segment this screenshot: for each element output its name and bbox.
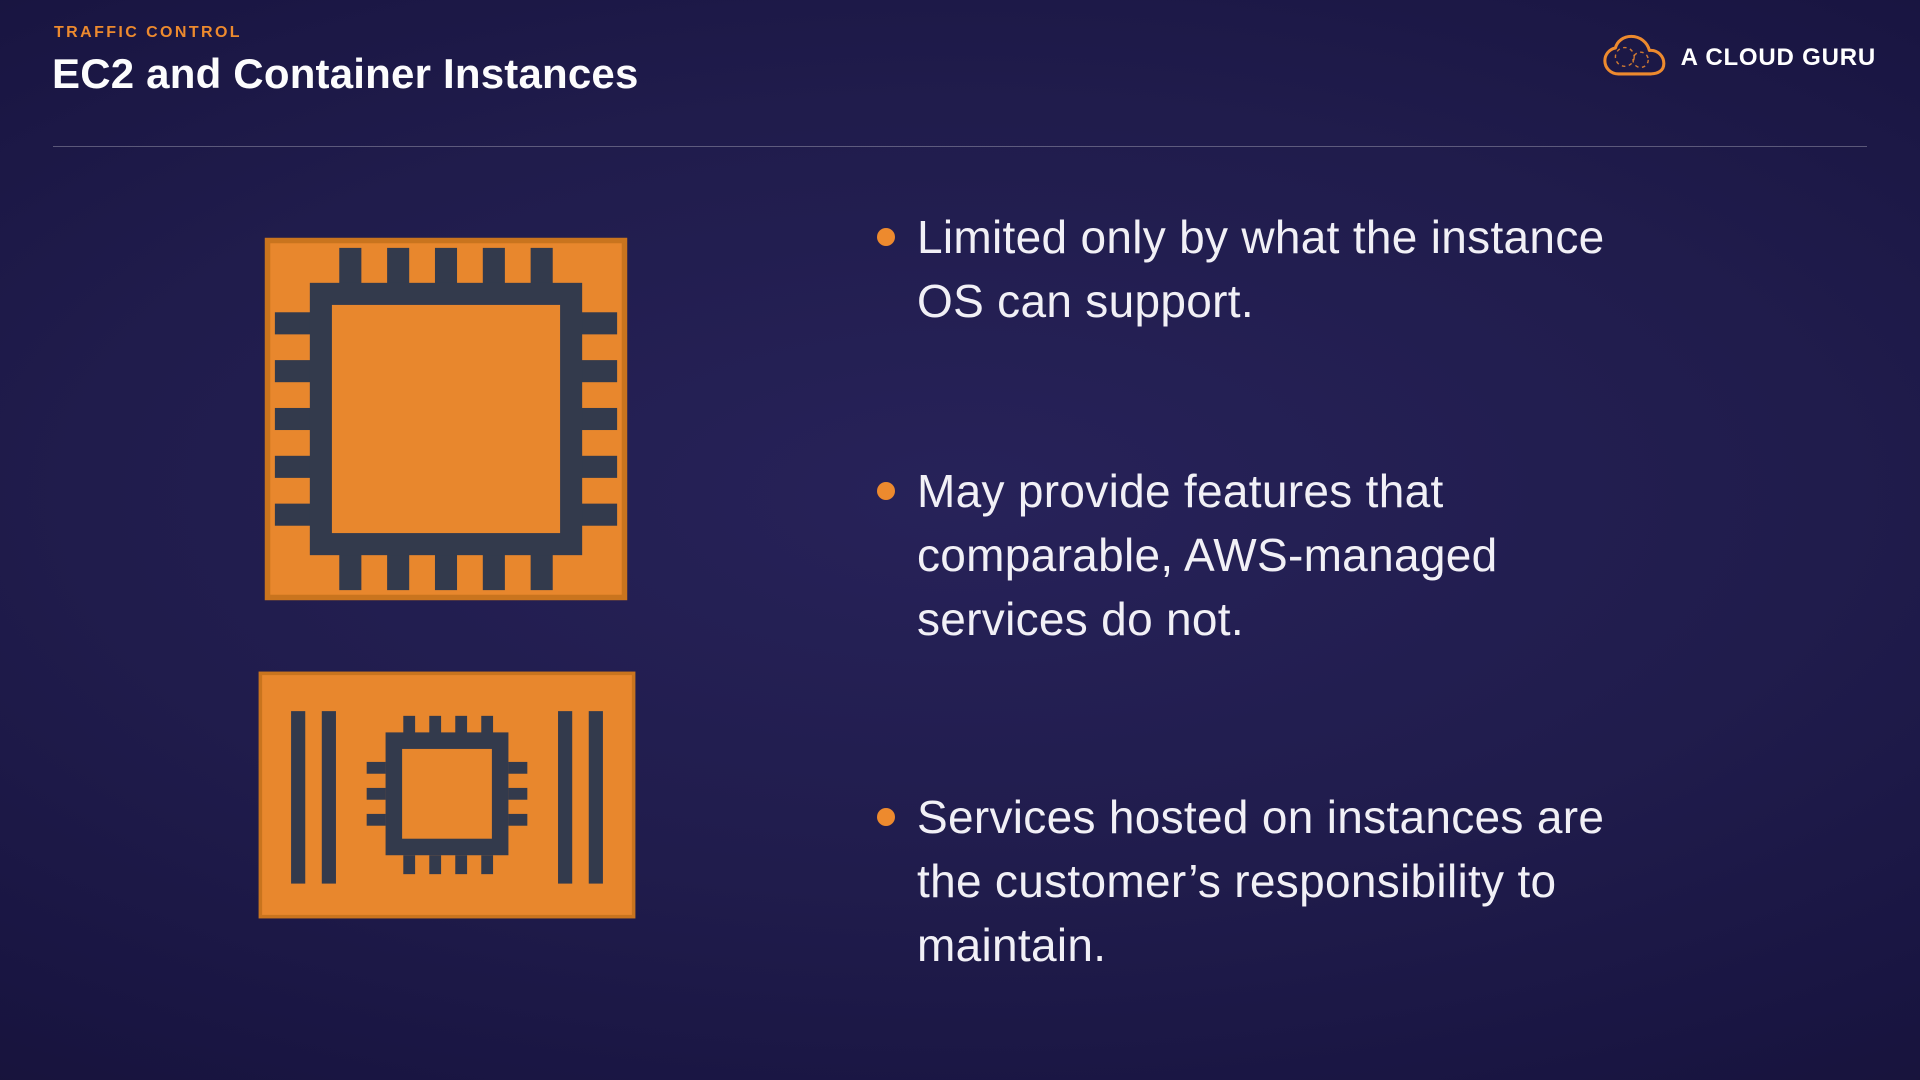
bullet-item: May provide features that comparable, AW… — [877, 459, 1867, 651]
page-title: EC2 and Container Instances — [52, 50, 639, 97]
brand-logo: A CLOUD GURU — [1599, 34, 1876, 81]
kicker: TRAFFIC CONTROL — [54, 24, 242, 41]
container-instance-icon — [258, 671, 636, 919]
bullet-text: May provide features that comparable, AW… — [917, 465, 1498, 645]
cloud-icon — [1602, 34, 1665, 76]
brand-name: A CLOUD GURU — [1680, 43, 1876, 71]
bullet-item: Services hosted on instances are the cus… — [877, 785, 1867, 977]
bullet-item: Limited only by what the instance OS can… — [877, 205, 1867, 333]
chip-body — [309, 282, 583, 556]
bullet-dot — [877, 808, 895, 826]
bullet-dot — [877, 228, 895, 246]
ec2-instance-icon — [264, 237, 628, 601]
bullet-text: Services hosted on instances are the cus… — [917, 791, 1605, 971]
chip-pins — [274, 247, 618, 591]
bullet-text: Limited only by what the instance OS can… — [917, 211, 1605, 327]
bullet-list: Limited only by what the instance OS can… — [877, 205, 1867, 977]
container-bars — [291, 711, 603, 884]
chip-pins — [366, 715, 528, 875]
bullet-dot — [877, 482, 895, 500]
header-divider — [53, 146, 1867, 147]
chip-body — [385, 732, 509, 856]
